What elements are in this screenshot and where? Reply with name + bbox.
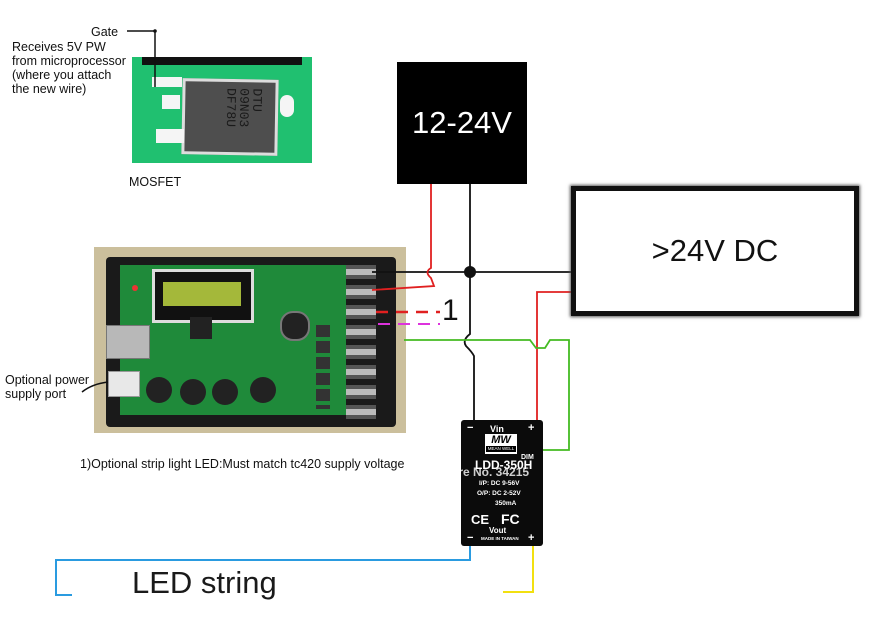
power-supply-12-24v: 12-24V — [397, 62, 527, 184]
button-1 — [146, 377, 172, 403]
ground-wire-to-driver — [463, 272, 475, 420]
brand-label: MEAN WELL — [486, 446, 516, 452]
led-minus-wire — [55, 546, 471, 596]
dim-label: DIM — [521, 454, 534, 461]
button-3 — [212, 379, 238, 405]
input-spec: I/P: DC 9-56V — [479, 480, 520, 487]
gate-description-line: (where you attach — [12, 68, 112, 82]
terminal-block — [346, 261, 376, 419]
gate-pointer — [127, 30, 156, 87]
ce-mark-icon: CE — [471, 512, 490, 527]
power-port-pointer — [81, 381, 109, 393]
power-supply-24v-dc: >24V DC — [571, 186, 859, 316]
vin-label: Vin — [490, 424, 504, 434]
led-indicator — [132, 285, 138, 291]
microcontroller-chip — [190, 317, 212, 339]
button-4 — [250, 377, 276, 403]
footnote-optional-led: 1)Optional strip light LED:Must match tc… — [80, 457, 405, 471]
gate-description-line: Receives 5V PW — [12, 40, 106, 54]
vin-plus-icon: + — [528, 422, 535, 434]
mosfet-mark — [280, 95, 294, 117]
output-spec: O/P: DC 2-52V — [477, 490, 521, 497]
current-spec: 350mA — [495, 500, 517, 507]
gate-pointer-dot — [153, 29, 157, 33]
power-port — [108, 371, 140, 397]
made-in-label: MADE IN TAIWAN — [481, 536, 519, 541]
fcc-mark-icon: FC — [501, 511, 520, 527]
gate-description: Receives 5V PW from microprocessor (wher… — [12, 40, 126, 96]
optional-power-line: supply port — [5, 387, 67, 401]
ground-junction — [464, 266, 476, 278]
mw-logo-icon: MW — [491, 434, 511, 446]
mosfet-edge — [142, 57, 302, 65]
vout-plus-icon: + — [528, 532, 535, 544]
model-label: LDD-350H — [475, 458, 533, 472]
vout-label: Vout — [489, 526, 507, 535]
tc420-controller-photo — [94, 247, 406, 433]
mosfet-array — [316, 325, 330, 409]
led-plus-wire — [503, 546, 534, 593]
button-2 — [180, 379, 206, 405]
dim-wire — [404, 339, 570, 451]
lcd-screen — [163, 282, 241, 306]
gate-description-line: the new wire) — [12, 82, 87, 96]
usb-port — [106, 325, 150, 359]
mosfet-label: MOSFET — [129, 175, 182, 189]
footnote-marker: 1 — [442, 294, 459, 327]
power-supply-24v-label: >24V DC — [651, 233, 779, 268]
gate-label: Gate — [91, 25, 119, 39]
watermark: ore No. 34215 — [451, 465, 530, 479]
mosfet-pad — [156, 129, 184, 143]
led-string-label: LED string — [132, 565, 277, 600]
mosfet-pad — [162, 95, 180, 109]
vin-minus-icon: − — [467, 422, 474, 434]
meanwell-logo: MW MEAN WELL — [485, 434, 517, 454]
power-supply-12-24v-label: 12-24V — [412, 105, 512, 140]
mosfet-pad — [152, 77, 182, 87]
positive-wire-12v — [371, 184, 436, 291]
ldd-350h-driver: − Vin + MW MEAN WELL DIM LDD-350H ore No… — [451, 420, 543, 546]
positive-wire-24v — [536, 291, 571, 422]
gate-description-line: from microprocessor — [12, 54, 126, 68]
vout-minus-icon: − — [467, 532, 474, 544]
optional-power-label: Optional power supply port — [5, 373, 89, 401]
inductor — [280, 311, 310, 341]
optional-power-line: Optional power — [5, 373, 90, 387]
